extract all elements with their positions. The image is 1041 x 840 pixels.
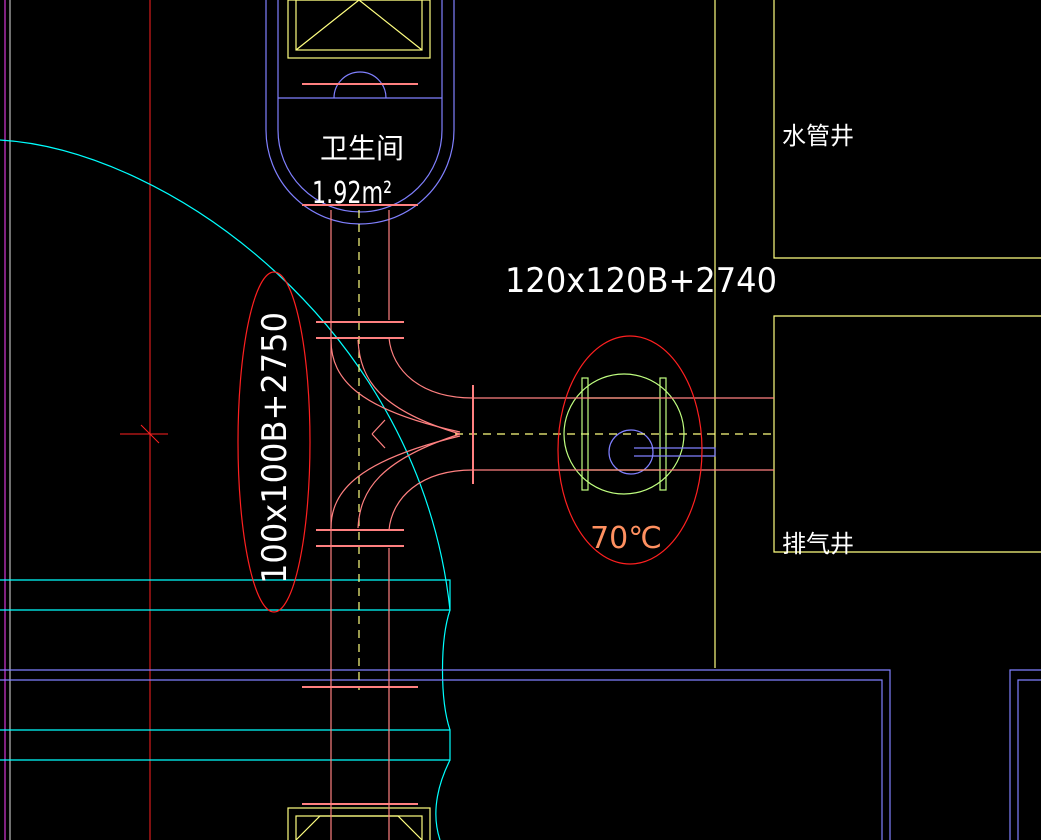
- damper-flange-left: [581, 377, 589, 491]
- damper-handle-rod: [634, 447, 716, 457]
- water-shaft-label: 水管井: [782, 122, 854, 150]
- yellow-elements: [287, 0, 1041, 840]
- branch-upper-outer: [330, 339, 461, 433]
- fan-box-bottom-outer: [287, 807, 431, 840]
- fan-box-top-symbol: [295, 0, 423, 51]
- damper-handle: [634, 447, 716, 457]
- damper-ellipse: [557, 335, 703, 565]
- wall-bottom-inner: [0, 679, 883, 840]
- damper-temperature-label: 70℃: [590, 521, 662, 556]
- branch-upper-inner: [388, 337, 474, 399]
- exhaust-shaft-outline: [773, 315, 1041, 553]
- room-name-label: 卫生间: [320, 132, 404, 165]
- red-axis-lines: [120, 0, 168, 840]
- water-shaft-outline: [773, 0, 1041, 259]
- door-swing-arc: [0, 139, 451, 611]
- bathroom-outline-inner: [277, 0, 443, 213]
- fan-box-top-outer: [287, 0, 431, 59]
- horizontal-duct-spec-label: 120x120B+2740: [505, 261, 777, 301]
- vertical-duct-label-ellipse: [237, 271, 311, 613]
- wall-bottom-right-outer: [1009, 669, 1041, 840]
- fan-box-top-inner: [295, 0, 423, 51]
- fan-box-bottom-inner: [295, 815, 423, 840]
- fan-box-bottom-symbol: [295, 815, 423, 840]
- fan-housing-arc: [333, 71, 387, 99]
- damper-circle: [563, 373, 685, 495]
- branch-lower-inner: [388, 469, 474, 531]
- wall-bottom-right-inner: [1017, 679, 1041, 840]
- damper-duct-circle: [608, 429, 654, 475]
- room-area-label: 1.92m²: [312, 176, 392, 211]
- cyan-slab-tail: [435, 759, 451, 840]
- exhaust-shaft-label: 排气井: [782, 530, 854, 558]
- branch-apex: [371, 419, 386, 449]
- branch-lower-mid: [357, 433, 461, 529]
- branch-upper-mid: [357, 339, 461, 435]
- cyan-elements: [0, 139, 451, 840]
- damper-flange-right: [659, 377, 667, 491]
- bathroom-outline-outer: [265, 0, 455, 225]
- ductwork: [302, 83, 774, 840]
- wall-bottom-outer: [0, 669, 891, 840]
- axis-tick-slash: [140, 424, 160, 444]
- cyan-slab-upper: [0, 579, 451, 611]
- branch-lower-outer: [330, 435, 461, 529]
- vertical-duct-spec-label: 100x100B+2750: [255, 312, 295, 584]
- cyan-slab-lower: [0, 729, 451, 761]
